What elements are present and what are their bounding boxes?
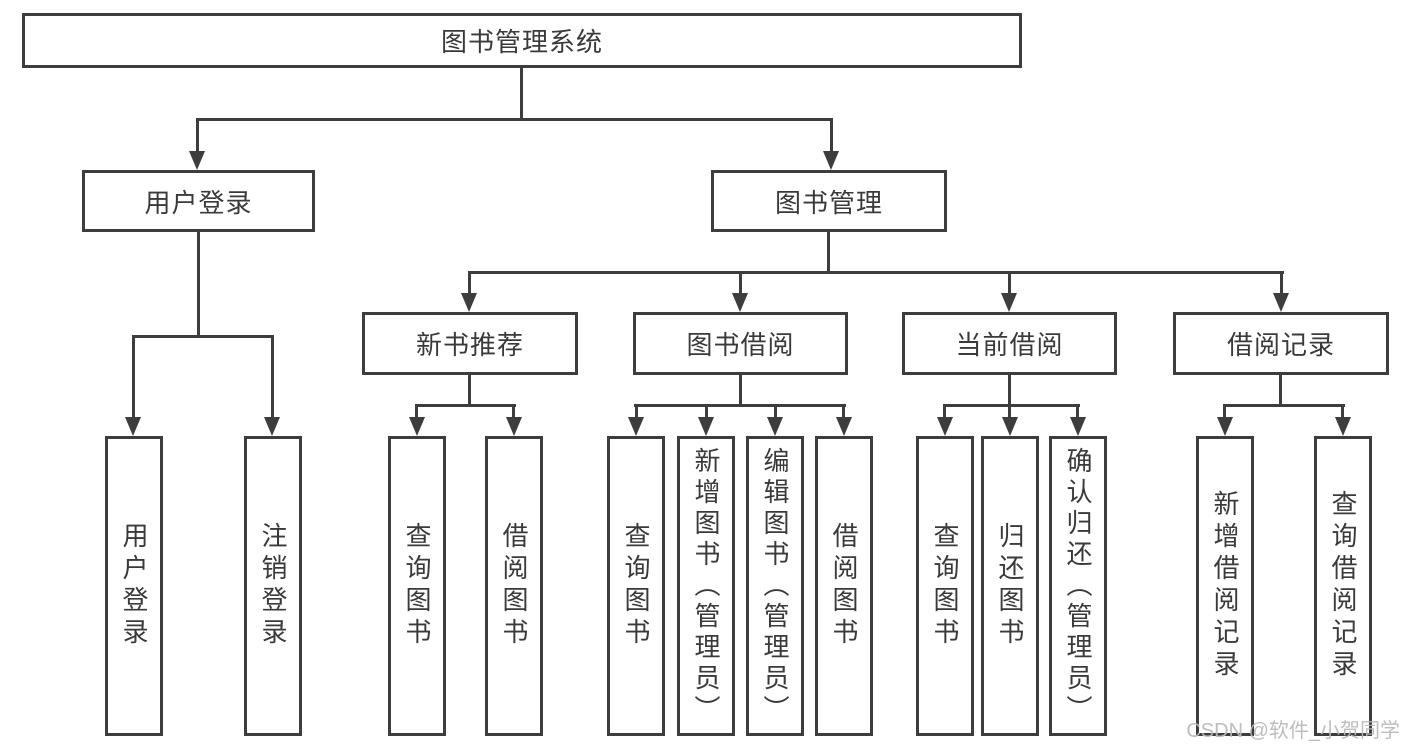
- leaf-borrow-edit-books-admin: 编辑图书（管理员）: [746, 436, 804, 736]
- connector-vline: [520, 68, 523, 120]
- connector-vline: [705, 407, 708, 418]
- connector-hline: [634, 404, 846, 407]
- connector-vline: [1008, 274, 1011, 295]
- arrow-down-icon: [461, 293, 477, 312]
- connector-hline: [196, 118, 833, 121]
- connector-vline: [1008, 407, 1011, 418]
- connector-vline: [1280, 274, 1283, 295]
- connector-vline: [468, 274, 471, 295]
- arrow-down-icon: [409, 417, 425, 436]
- arrow-down-icon: [698, 417, 714, 436]
- connector-vline: [271, 338, 274, 418]
- arrow-down-icon: [937, 417, 953, 436]
- leaf-current-return-books: 归还图书: [981, 436, 1039, 736]
- arrow-down-icon: [823, 151, 839, 170]
- connector-hline: [415, 404, 516, 407]
- connector-vline: [830, 121, 833, 153]
- arrow-down-icon: [1273, 293, 1289, 312]
- connector-vline: [132, 338, 135, 418]
- leaf-current-query-books: 查询图书: [916, 436, 974, 736]
- arrow-down-icon: [1335, 417, 1351, 436]
- node-current-borrowing: 当前借阅: [902, 312, 1117, 375]
- connector-vline: [196, 121, 199, 153]
- connector-vline: [739, 374, 742, 407]
- node-root-system: 图书管理系统: [22, 13, 1022, 68]
- arrow-down-icon: [767, 417, 783, 436]
- connector-vline: [1279, 374, 1282, 407]
- arrow-down-icon: [1217, 417, 1233, 436]
- connector-vline: [827, 232, 830, 274]
- node-borrowing-records: 借阅记录: [1173, 312, 1389, 375]
- connector-hline: [1223, 404, 1345, 407]
- connector-vline: [197, 232, 200, 338]
- leaf-recommend-borrow-books: 借阅图书: [485, 436, 543, 736]
- connector-vline: [635, 407, 638, 418]
- connector-vline: [943, 407, 946, 418]
- node-book-borrowing: 图书借阅: [633, 312, 848, 375]
- leaf-recommend-query-books: 查询图书: [388, 436, 446, 736]
- leaf-logout: 注销登录: [244, 436, 302, 736]
- leaf-borrow-query-books: 查询图书: [607, 436, 665, 736]
- arrow-down-icon: [1001, 293, 1017, 312]
- connector-vline: [1341, 407, 1344, 418]
- node-new-book-recommend: 新书推荐: [362, 312, 578, 375]
- leaf-records-query-borrow-record: 查询借阅记录: [1314, 436, 1372, 736]
- node-book-management: 图书管理: [711, 170, 947, 232]
- connector-vline: [1223, 407, 1226, 418]
- connector-hline: [132, 335, 274, 338]
- connector-vline: [739, 274, 742, 295]
- arrow-down-icon: [836, 417, 852, 436]
- csdn-watermark: CSDN @软件_小贺同学: [1186, 720, 1400, 742]
- connector-hline: [943, 404, 1080, 407]
- arrow-down-icon: [732, 293, 748, 312]
- connector-vline: [842, 407, 845, 418]
- connector-vline: [415, 407, 418, 418]
- node-user-login: 用户登录: [82, 170, 315, 232]
- connector-vline: [1008, 374, 1011, 407]
- arrow-down-icon: [125, 417, 141, 436]
- arrow-down-icon: [264, 417, 280, 436]
- arrow-down-icon: [628, 417, 644, 436]
- leaf-user-login: 用户登录: [105, 436, 163, 736]
- leaf-borrow-add-books-admin: 新增图书（管理员）: [677, 436, 735, 736]
- arrow-down-icon: [189, 151, 205, 170]
- arrow-down-icon: [506, 417, 522, 436]
- connector-vline: [774, 407, 777, 418]
- leaf-borrow-borrow-books: 借阅图书: [815, 436, 873, 736]
- leaf-current-confirm-return-admin: 确认归还（管理员）: [1049, 436, 1107, 736]
- connector-vline: [1076, 407, 1079, 418]
- leaf-records-add-borrow-record: 新增借阅记录: [1196, 436, 1254, 736]
- connector-vline: [468, 374, 471, 407]
- arrow-down-icon: [1070, 417, 1086, 436]
- arrow-down-icon: [1002, 417, 1018, 436]
- connector-vline: [512, 407, 515, 418]
- connector-hline: [468, 271, 1284, 274]
